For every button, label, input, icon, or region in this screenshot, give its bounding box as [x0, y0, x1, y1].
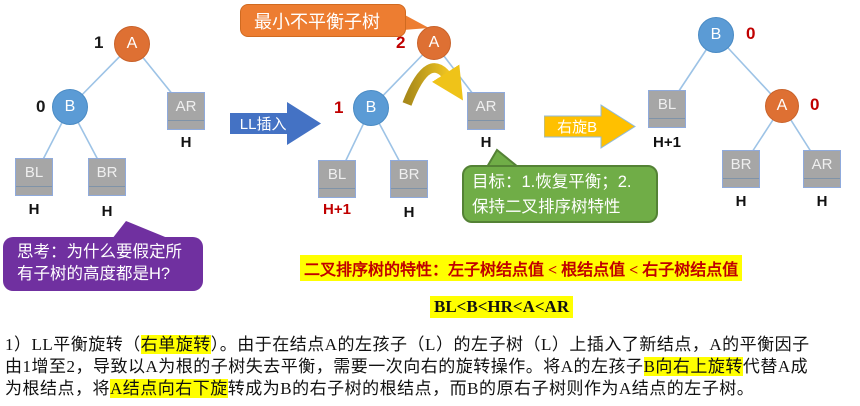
callout-text: 最小不平衡子树 — [254, 11, 380, 32]
height-label: H+1 — [653, 134, 681, 151]
tree-node-A: A — [114, 26, 150, 62]
subtree-box-BL: BL — [648, 90, 686, 128]
subtree-label: BR — [398, 166, 420, 183]
balance-factor: 0 — [746, 24, 756, 43]
subtree-box-AR: AR — [167, 92, 205, 130]
subtree-box-strip — [391, 188, 427, 197]
tree-node-B: B — [52, 89, 88, 125]
balance-factor: 0 — [810, 95, 820, 114]
think-line2: 有子树的高度都是H? — [17, 265, 171, 283]
height-label: H — [180, 134, 192, 151]
subtree-box-BL: BL — [318, 160, 356, 198]
paragraph-line2: 由1增至2，导致以A为根的子树失去平衡，需要一次向右的旋转操作。将A的左孩子B向… — [5, 356, 858, 378]
subtree-box-BL: BL — [15, 158, 53, 196]
orange-callout-tail — [403, 14, 429, 30]
paragraph-highlight: B向右上旋转 — [643, 357, 743, 376]
subtree-box-AR: AR — [803, 150, 841, 188]
ll-insert-arrow-label: LL插入 — [239, 116, 287, 133]
subtree-label: AR — [811, 156, 833, 173]
height-label: H — [101, 203, 113, 220]
paragraph-segment: 1）LL平衡旋转（ — [5, 335, 141, 354]
goal-line1: 目标：1.恢复平衡；2. — [472, 173, 632, 191]
balance-factor: 1 — [334, 98, 344, 117]
subtree-box-strip — [89, 186, 125, 195]
tree-node-B: B — [698, 17, 734, 53]
balance-factor: 2 — [396, 33, 406, 52]
paragraph-segment: 代替A成 — [742, 357, 809, 376]
paragraph-segment: 转成为B的右子树的根结点，而B的原右子树则作为A结点的左子树。 — [227, 379, 755, 398]
subtree-label: AR — [175, 98, 197, 115]
key-order-note: BL<B<HR<A<AR — [430, 296, 574, 318]
subtree-label: BL — [327, 166, 347, 183]
subtree-box-strip — [319, 188, 355, 197]
think-callout: 思考：为什么要假定所 有子树的高度都是H? — [3, 237, 203, 291]
paragraph-segment: ）。由于在结点A的左孩子（L）的左子树（L）上插入了新结点，A的平衡因子 — [210, 335, 810, 354]
ll-insert-arrow: LL插入 — [230, 101, 322, 146]
subtree-box-BR: BR — [390, 160, 428, 198]
subtree-box-strip — [649, 118, 685, 127]
tree-node-A: A — [417, 26, 451, 60]
subtree-box-strip — [16, 186, 52, 195]
think-line1: 思考：为什么要假定所 — [17, 243, 182, 261]
balance-factor: 0 — [36, 97, 46, 116]
subtree-box-strip — [468, 120, 504, 129]
right-rotate-arrow: 右旋B — [543, 104, 636, 149]
height-label: H — [735, 193, 747, 210]
subtree-box-BR: BR — [88, 158, 126, 196]
subtree-box-strip — [723, 178, 759, 187]
height-label: H+1 — [323, 201, 351, 218]
explanation-paragraph: 1）LL平衡旋转（右单旋转）。由于在结点A的左孩子（L）的左子树（L）上插入了新… — [5, 334, 858, 400]
height-label: H — [816, 193, 828, 210]
paragraph-highlight: 右单旋转 — [140, 335, 211, 354]
height-label: H — [403, 204, 415, 221]
right-rotate-arrow-label: 右旋B — [557, 119, 598, 136]
subtree-box-strip — [804, 178, 840, 187]
goal-callout: 目标：1.恢复平衡；2. 保持二叉排序树特性 — [462, 165, 658, 223]
subtree-label: BR — [730, 156, 752, 173]
subtree-box-strip — [168, 120, 204, 129]
rotate-curve-arrow-icon — [402, 63, 464, 106]
paragraph-line1: 1）LL平衡旋转（右单旋转）。由于在结点A的左孩子（L）的左子树（L）上插入了新… — [5, 334, 858, 356]
purple-callout-tail — [112, 221, 170, 239]
paragraph-highlight: A结点向右下旋 — [110, 379, 228, 398]
subtree-box-AR: AR — [467, 92, 505, 130]
paragraph-segment: 由1增至2，导致以A为根的子树失去平衡，需要一次向右的旋转操作。将A的左孩子 — [5, 357, 644, 376]
height-label: H — [480, 134, 492, 151]
bst-property-note: 二叉排序树的特性：左子树结点值 < 根结点值 < 右子树结点值 — [300, 255, 743, 281]
goal-line2: 保持二叉排序树特性 — [472, 198, 621, 216]
subtree-label: BL — [657, 96, 677, 113]
subtree-label: AR — [475, 98, 497, 115]
tree-node-B: B — [353, 90, 389, 126]
paragraph-line3: 为根结点，将A结点向右下旋转成为B的右子树的根结点，而B的原右子树则作为A结点的… — [5, 378, 858, 400]
paragraph-segment: 为根结点，将 — [5, 379, 110, 398]
right-arrow-icon — [230, 102, 321, 145]
subtree-label: BL — [24, 164, 44, 181]
tree-node-A: A — [765, 89, 799, 123]
right-arrow-icon — [543, 104, 636, 149]
balance-factor: 1 — [94, 33, 104, 52]
subtree-box-BR: BR — [722, 150, 760, 188]
min-unbalanced-subtree-callout: 最小不平衡子树 — [240, 4, 406, 37]
height-label: H — [28, 201, 40, 218]
subtree-label: BR — [96, 164, 118, 181]
